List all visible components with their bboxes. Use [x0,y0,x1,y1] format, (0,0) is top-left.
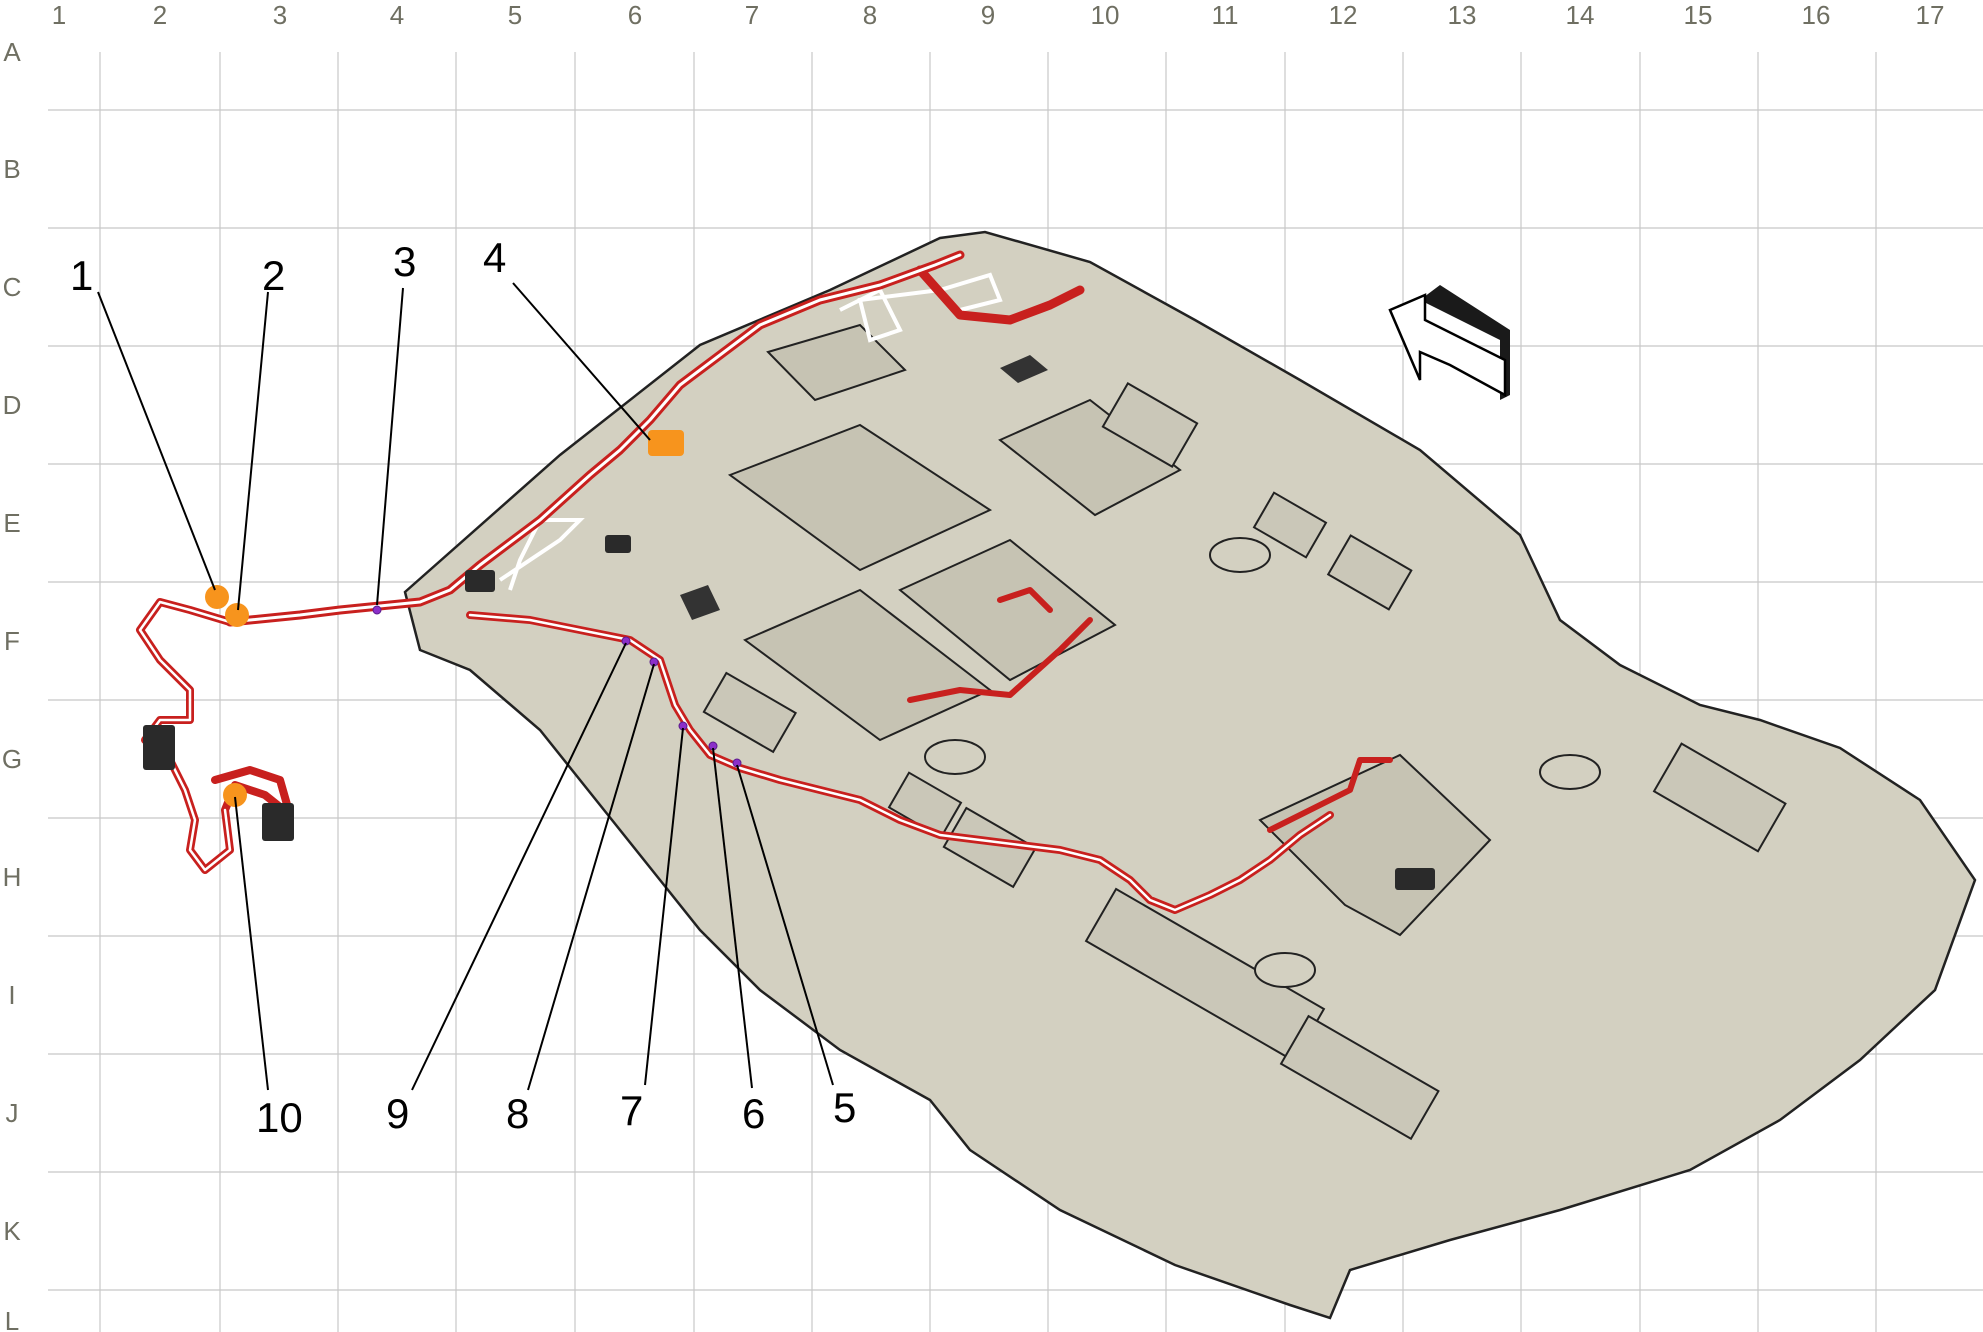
callout-5: 5 [833,1084,856,1131]
row-label: A [3,37,21,67]
harness-side-branch-inner [468,613,1332,912]
dome-cutouts [924,537,1601,988]
headliner-outline [403,230,1977,1320]
orange-highlights [205,430,684,807]
column-label: 6 [628,0,642,30]
callout-7: 7 [620,1087,643,1134]
visor-vents [680,355,1048,620]
column-label: 2 [153,0,167,30]
front-console-panel [766,323,907,402]
row-label: F [4,626,20,656]
callout-9: 9 [386,1090,409,1137]
white-conduit [498,272,1003,591]
sunroof-panel-rear [998,398,1182,517]
column-label: 4 [390,0,404,30]
column-label: 8 [863,0,877,30]
connectors [143,535,1435,890]
column-label: 12 [1329,0,1358,30]
rear-module-panel [1258,753,1492,937]
leader-lines [97,282,834,1091]
sunroof-panel-front [727,423,993,572]
ground-points [372,605,742,768]
callout-2: 2 [262,252,285,299]
column-label: 7 [745,0,759,30]
row-label: I [8,980,15,1010]
column-label: 14 [1566,0,1595,30]
row-label: C [3,272,22,302]
row-label: E [3,508,20,538]
row-label: K [3,1216,21,1246]
callout-6: 6 [742,1090,765,1137]
row-label: G [2,744,22,774]
row-label: B [3,154,20,184]
column-label: 13 [1448,0,1477,30]
row-label: D [3,390,22,420]
column-label: 9 [981,0,995,30]
callout-10: 10 [256,1094,303,1141]
column-label: 17 [1916,0,1945,30]
column-label: 11 [1212,0,1239,30]
row-labels: A B C D E F G H I J K L [2,37,22,1332]
callout-4: 4 [483,234,506,281]
row-label: J [6,1098,19,1128]
direction-arrow-icon [1388,285,1510,400]
callout-labels: 1 2 3 4 5 6 7 8 9 10 [70,234,856,1141]
column-label: 3 [273,0,287,30]
lamp-blocks [702,381,1787,1141]
callout-8: 8 [506,1090,529,1137]
row-label: L [5,1306,19,1332]
column-label: 15 [1684,0,1713,30]
callout-1: 1 [70,252,93,299]
column-label: 10 [1091,0,1120,30]
callout-3: 3 [393,238,416,285]
column-label: 5 [508,0,522,30]
harness-main-trunk-inner [228,253,962,624]
row-label: H [3,862,22,892]
column-label: 1 [52,0,66,30]
column-label: 16 [1802,0,1831,30]
wiring-harness [136,250,1435,914]
headliner-panel [403,230,1977,1320]
harness-sunroof-branch [907,587,1393,833]
